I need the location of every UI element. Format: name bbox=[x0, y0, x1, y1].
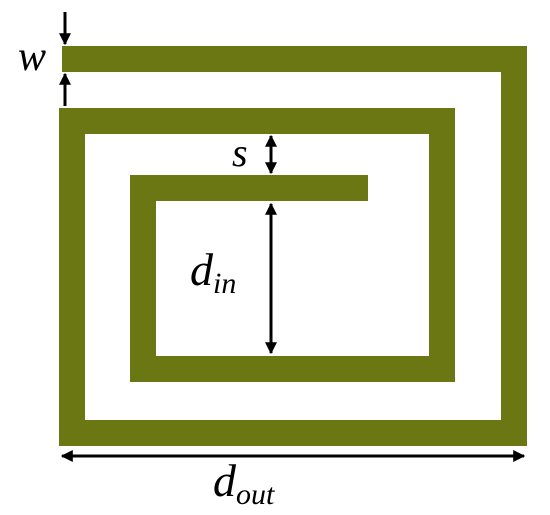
w-label: w bbox=[18, 34, 46, 80]
s-label: s bbox=[232, 130, 248, 175]
trace-segment-left-outer bbox=[59, 108, 85, 446]
trace-segment-bottom-outer bbox=[59, 420, 527, 446]
trace-segment-right-outer bbox=[501, 46, 527, 446]
spacing-dimension: s bbox=[232, 130, 277, 175]
trace-segment-top-inner-lead bbox=[130, 175, 368, 201]
trace-segment-left-inner bbox=[130, 175, 156, 382]
din-label: din bbox=[190, 244, 236, 300]
spiral-trace bbox=[59, 46, 527, 446]
width-dimension: w bbox=[18, 12, 71, 106]
dout-label-main: d bbox=[213, 455, 237, 506]
trace-segment-top-middle bbox=[59, 108, 455, 134]
din-label-subscript: in bbox=[213, 267, 236, 300]
dout-label: dout bbox=[213, 455, 275, 511]
trace-segment-bottom-inner bbox=[130, 356, 455, 382]
outer-diameter-dimension: dout bbox=[60, 450, 526, 511]
inner-diameter-dimension: din bbox=[190, 202, 277, 355]
trace-segment-top-lead bbox=[62, 46, 527, 72]
trace-segment-right-middle bbox=[429, 108, 455, 382]
dout-label-subscript: out bbox=[236, 478, 275, 511]
din-label-main: d bbox=[190, 244, 214, 295]
